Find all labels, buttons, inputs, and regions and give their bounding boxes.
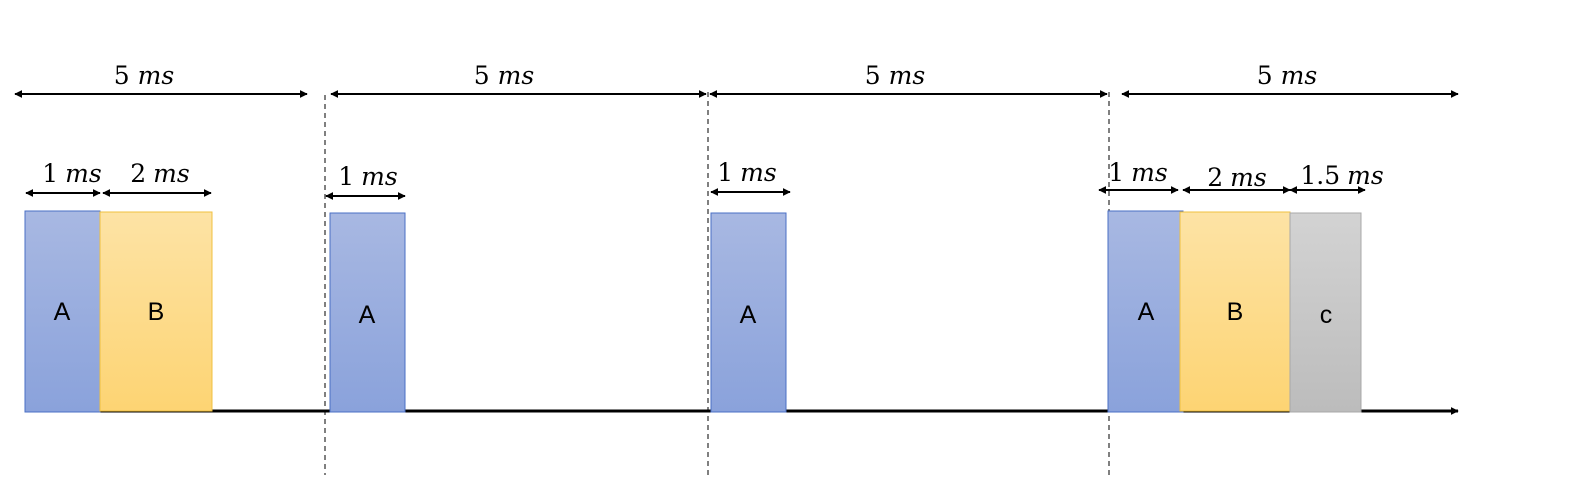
task-rect — [24, 210, 101, 413]
task-rect — [710, 212, 787, 413]
task-label: A — [1138, 298, 1155, 326]
task-rect — [1179, 211, 1291, 412]
task-box-3: A — [329, 212, 406, 413]
task-label: B — [148, 298, 165, 326]
task-box-5: A — [1107, 210, 1184, 413]
task-rect — [1289, 212, 1362, 413]
task-label: A — [740, 301, 757, 329]
task-box-7: c — [1289, 212, 1362, 413]
task-rect — [99, 211, 213, 412]
task-label: A — [54, 298, 71, 326]
task-box-1: A — [24, 210, 101, 413]
task-label: c — [1320, 301, 1333, 329]
task-label: B — [1227, 298, 1244, 326]
task-box-4: A — [710, 212, 787, 413]
task-box-6: B — [1179, 211, 1291, 412]
task-box-2: B — [99, 211, 213, 412]
task-label: A — [359, 301, 376, 329]
task-rect — [329, 212, 406, 413]
